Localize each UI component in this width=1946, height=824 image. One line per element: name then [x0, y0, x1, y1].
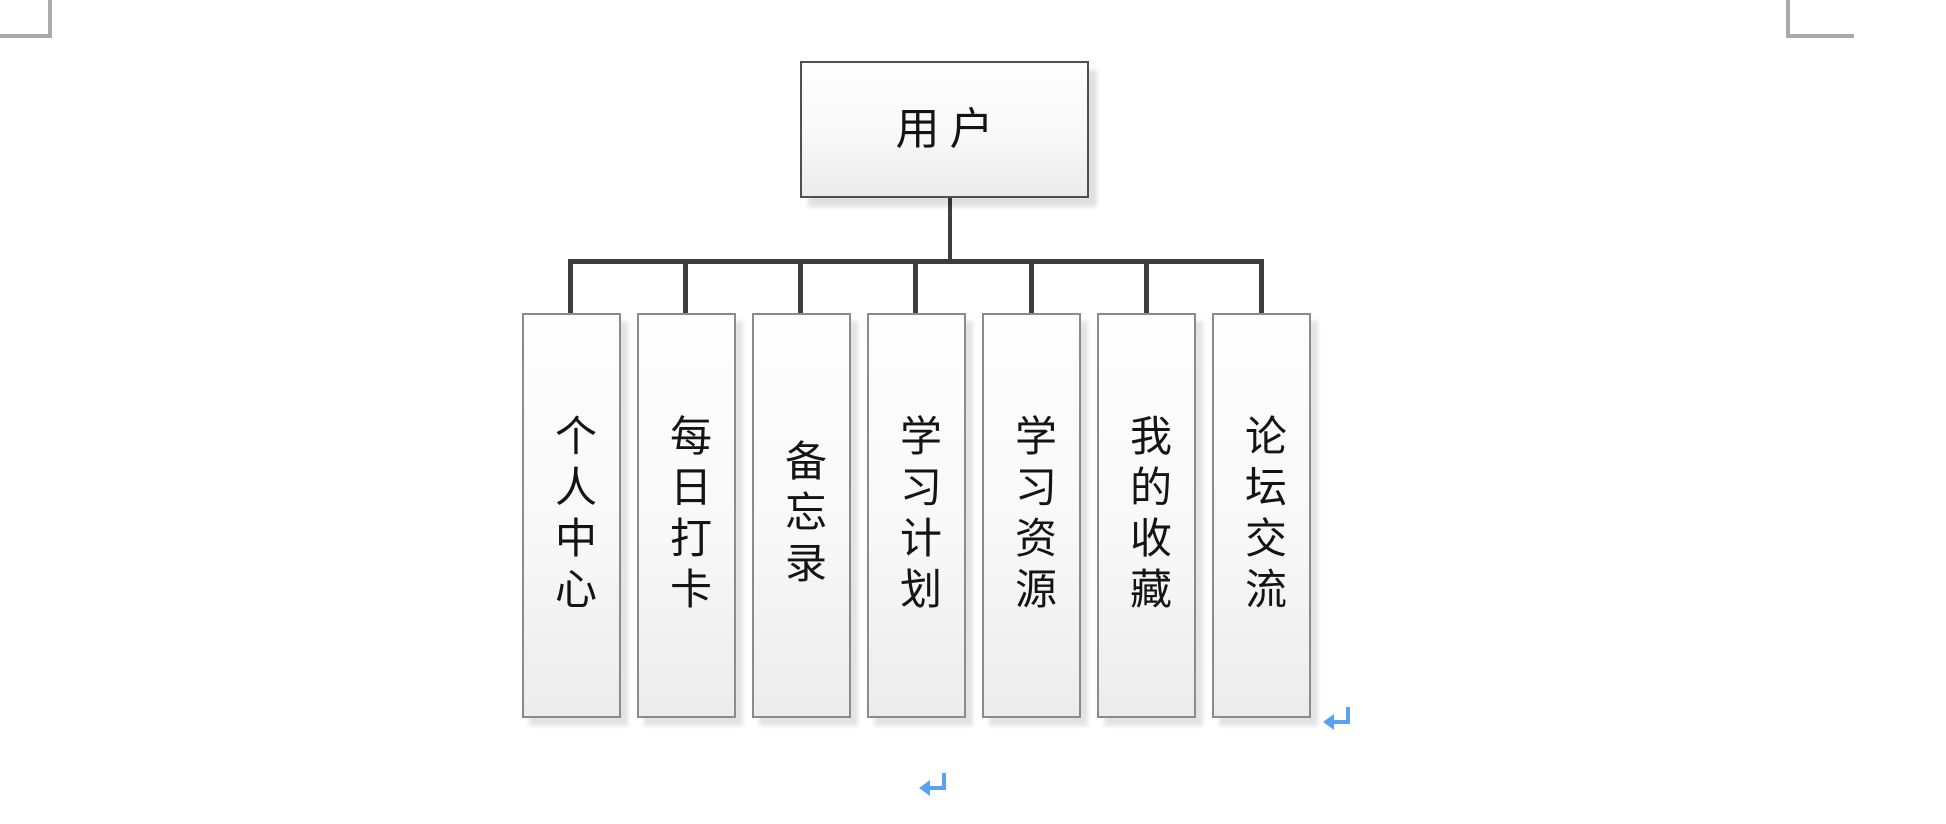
connector-stub-6	[1144, 262, 1149, 316]
node-label: 我的收藏	[1123, 413, 1170, 618]
connector-root-vertical	[948, 188, 952, 262]
connector-stub-5	[1029, 262, 1034, 316]
connector-stub-4	[913, 262, 918, 316]
node-label: 每日打卡	[663, 413, 710, 618]
crop-mark-top-right-horizontal	[1786, 34, 1854, 38]
diagram-node-daily-checkin[interactable]: 每日打卡	[637, 313, 736, 718]
node-label: 学习资源	[1008, 413, 1055, 618]
connector-stub-3	[798, 262, 803, 316]
crop-mark-top-left-vertical	[48, 0, 52, 38]
crop-mark-top-left-horizontal	[0, 34, 52, 38]
node-label: 个人中心	[548, 413, 595, 618]
node-label: 学习计划	[893, 413, 940, 618]
connector-trunk	[568, 259, 1264, 264]
diagram-node-forum[interactable]: 论坛交流	[1212, 313, 1311, 718]
diagram-node-study-plan[interactable]: 学习计划	[867, 313, 966, 718]
crop-mark-top-right-vertical	[1786, 0, 1790, 38]
node-label: 用户	[895, 104, 1004, 154]
diagram-node-memo[interactable]: 备忘录	[752, 313, 851, 718]
connector-stub-2	[683, 262, 688, 316]
diagram-node-study-resources[interactable]: 学习资源	[982, 313, 1081, 718]
diagram-node-personal-center[interactable]: 个人中心	[522, 313, 621, 718]
connector-stub-7	[1259, 262, 1264, 316]
node-label: 备忘录	[778, 439, 825, 592]
line-break-mark-icon	[1323, 707, 1350, 730]
line-break-mark-icon	[919, 773, 946, 796]
diagram-node-user[interactable]: 用户	[800, 61, 1089, 198]
node-label: 论坛交流	[1238, 413, 1285, 618]
connector-stub-1	[568, 262, 573, 316]
diagram-node-my-favorites[interactable]: 我的收藏	[1097, 313, 1196, 718]
